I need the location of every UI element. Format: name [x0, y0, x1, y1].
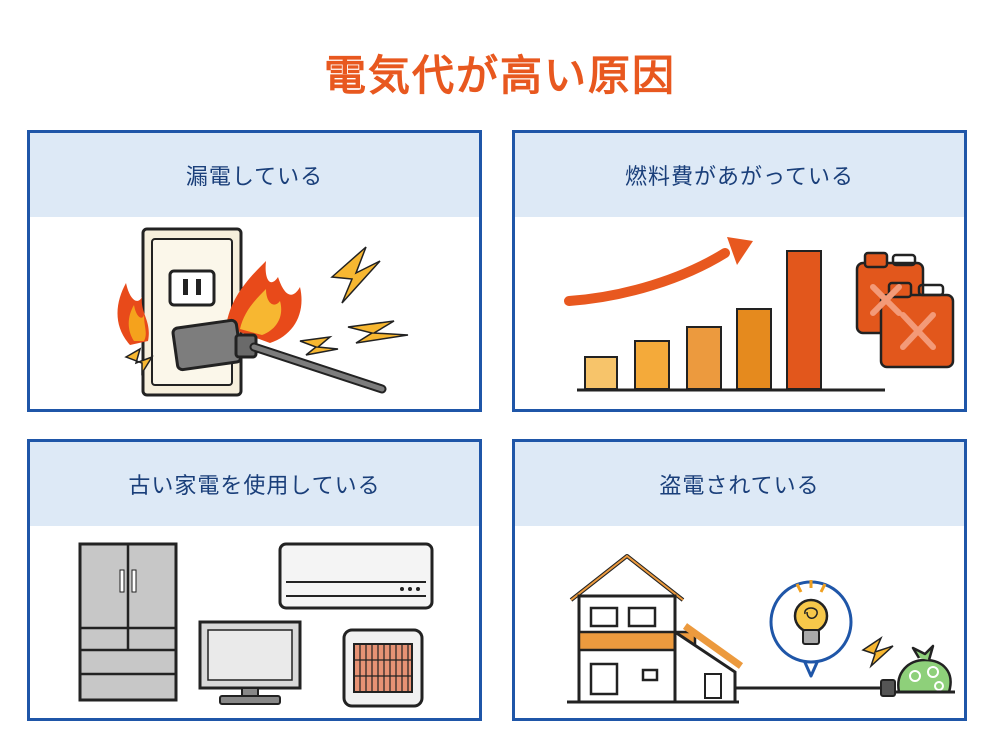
page-title: 電気代が高い原因: [323, 51, 676, 100]
card-heading: 漏電している: [185, 165, 324, 190]
cause-card-old-appliances: 古い家電を使用している: [27, 439, 482, 721]
card-header: 盗電されている: [515, 442, 964, 526]
electricity-theft-icon: [515, 526, 964, 718]
cause-card-electricity-theft: 盗電されている: [512, 439, 967, 721]
cause-card-fuel-costs: 燃料費があがっている: [512, 130, 967, 412]
old-appliances-icon: [30, 526, 479, 718]
burning-outlet-icon: [30, 217, 479, 409]
card-heading: 盗電されている: [659, 474, 820, 499]
card-heading: 古い家電を使用している: [128, 474, 381, 499]
card-header: 漏電している: [30, 133, 479, 217]
card-header: 古い家電を使用している: [30, 442, 479, 526]
rising-bar-chart-icon: [515, 217, 964, 409]
card-heading: 燃料費があがっている: [625, 165, 854, 190]
card-header: 燃料費があがっている: [515, 133, 964, 217]
cause-card-leakage: 漏電している: [27, 130, 482, 412]
